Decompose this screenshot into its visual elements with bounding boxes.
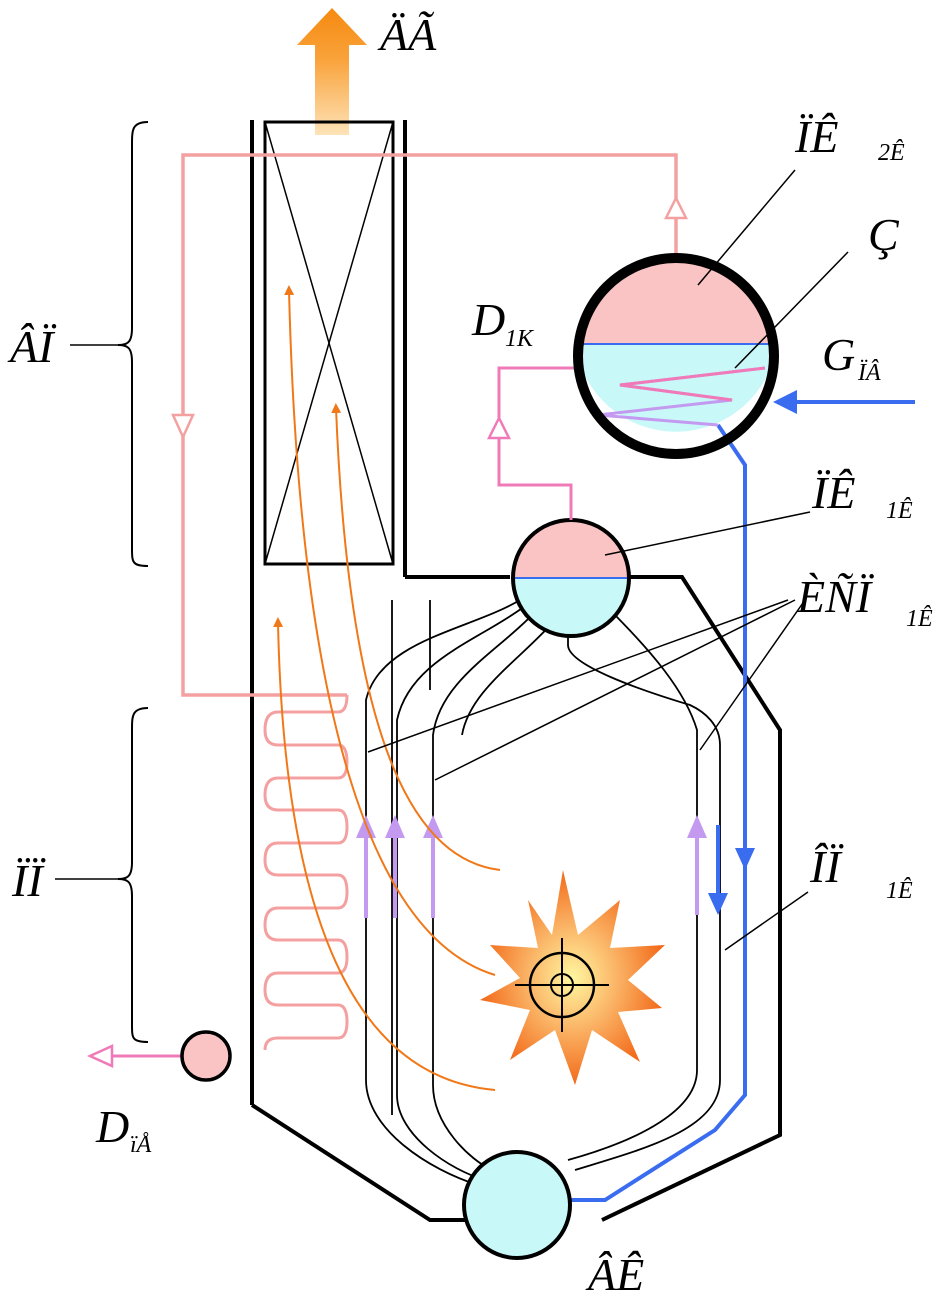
label-screens-sub: 1Ê xyxy=(906,606,933,632)
label-flue-gas: ÄÃ xyxy=(377,9,437,60)
label-drum1: ÏÊ xyxy=(811,467,855,518)
d1k-arrow xyxy=(486,415,512,440)
economizer-block xyxy=(263,120,395,566)
label-dpe: D xyxy=(95,1101,129,1152)
label-gpv: G xyxy=(822,329,855,380)
label-d1k: D xyxy=(471,294,505,345)
furnace-wall xyxy=(250,575,782,1222)
superheater-coil xyxy=(263,694,349,1051)
steam-drum-2 xyxy=(573,253,779,459)
label-coil: Ç xyxy=(868,209,900,260)
label-drum2: ÏÊ xyxy=(794,111,838,162)
label-screens: ÈÑÏ xyxy=(796,571,875,622)
screen-tubes xyxy=(365,599,721,1186)
steam-drum-1 xyxy=(511,518,631,638)
pp-brace xyxy=(117,707,149,1043)
label-downcomer-sub: 1Ê xyxy=(886,878,913,904)
label-dpe-sub: ïÅ xyxy=(130,1132,152,1158)
feedwater-arrow xyxy=(773,390,797,414)
label-downcomer: ÎÏ xyxy=(809,841,844,892)
bottom-drum xyxy=(462,1150,572,1260)
downflow-arrow xyxy=(708,825,728,915)
label-vp: ÂÏ xyxy=(7,321,57,372)
vp-brace xyxy=(117,121,149,567)
flue-gas-arrow xyxy=(297,8,367,135)
label-drum2-sub: 2Ê xyxy=(878,140,905,166)
leader-lines xyxy=(367,169,849,951)
label-pp: ÏÏ xyxy=(11,855,46,906)
burner-flame xyxy=(480,870,665,1085)
steam-line-arrow-up xyxy=(663,195,689,220)
dpe-collector xyxy=(180,1030,232,1082)
label-gpv-sub: ÏÂ xyxy=(857,360,881,386)
steam-line xyxy=(181,153,678,697)
label-d1k-sub: 1K xyxy=(505,326,535,352)
label-drum1-sub: 1Ê xyxy=(886,498,913,524)
riser-arrows xyxy=(356,815,707,918)
dpe-outlet-arrow xyxy=(86,1044,114,1068)
downcomer-arrow-1 xyxy=(735,848,755,870)
downcomer-line xyxy=(545,423,747,1202)
label-bottom-drum: ÂÊ xyxy=(585,1249,644,1297)
gas-flow-lines xyxy=(273,285,501,1091)
convective-shaft xyxy=(250,120,407,1105)
steam-line-arrow-down xyxy=(171,413,195,441)
